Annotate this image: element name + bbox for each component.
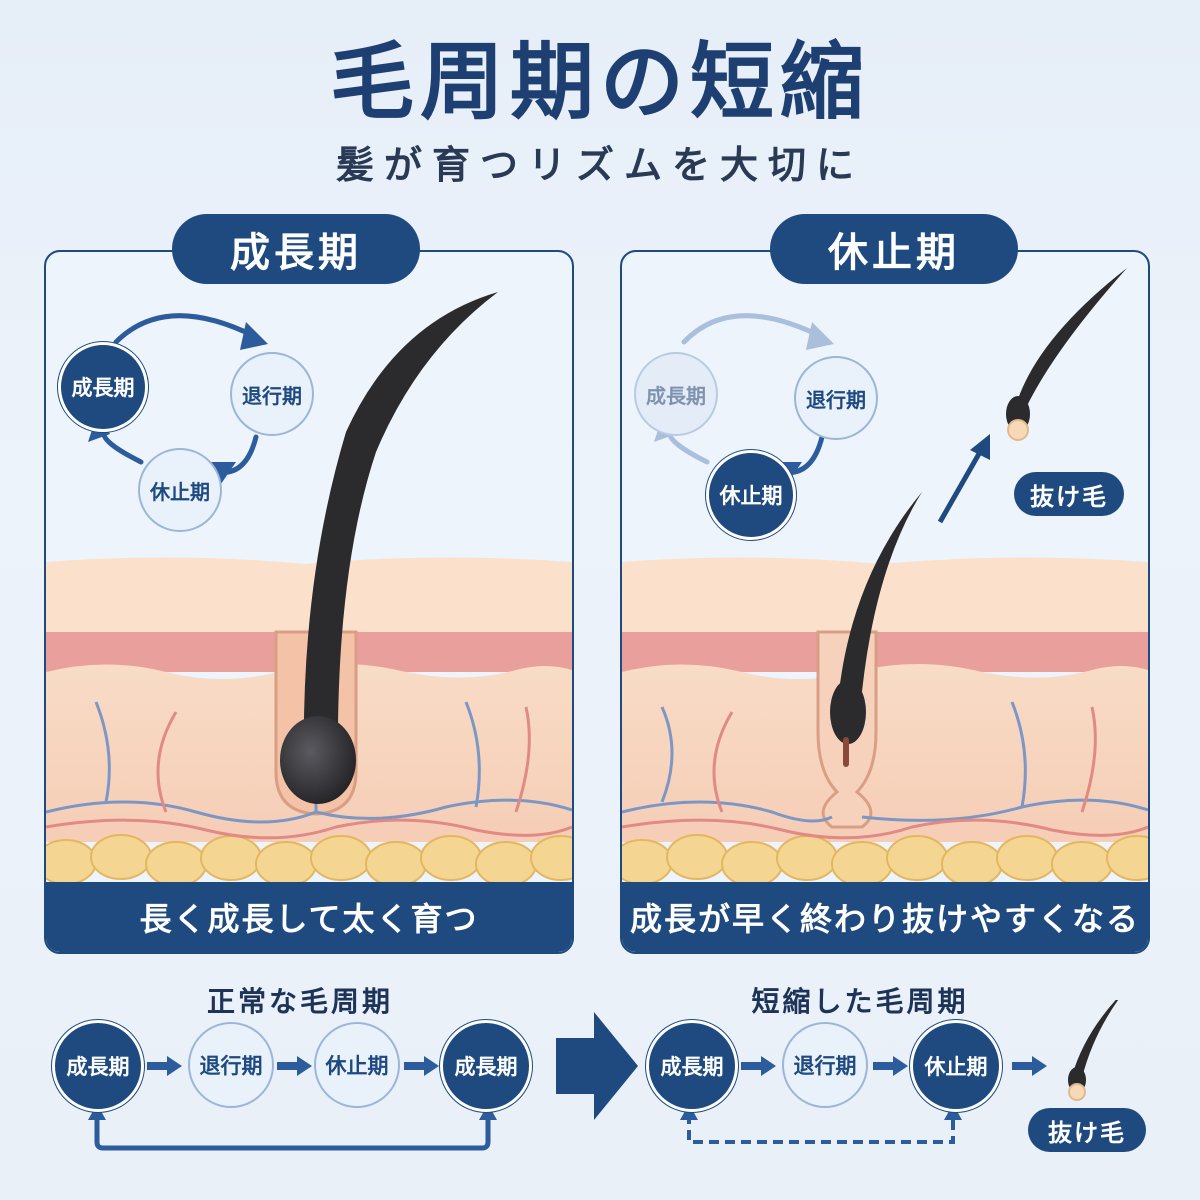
shortened-cycle-title: 短縮した毛周期	[751, 985, 969, 1018]
cycle-node-growth-faded: 成長期	[634, 352, 718, 436]
normal-step-rest: 休止期	[314, 1022, 400, 1108]
cycle-node-regression: 退行期	[230, 352, 314, 436]
rest-skin-illustration	[622, 268, 1148, 887]
normal-step-growth-again: 成長期	[440, 1020, 532, 1112]
short-step-rest: 休止期	[910, 1020, 1002, 1112]
rest-phase-panel: 成長期 退行期 休止期 抜け毛 成長が早く終わり抜けやすくなる	[620, 250, 1150, 954]
flow-arrows	[88, 1000, 1119, 1151]
growth-phase-panel: 成長期 退行期 休止期 長く成長して太く育つ	[44, 250, 574, 954]
cycle-node-growth: 成長期	[58, 342, 148, 432]
subtitle: 髪が育つリズムを大切に	[335, 142, 864, 187]
cycle-node-regression: 退行期	[794, 356, 878, 440]
normal-step-growth: 成長期	[52, 1020, 144, 1112]
growth-caption: 長く成長して太く育つ	[46, 882, 572, 952]
rest-phase-badge: 休止期	[770, 214, 1018, 284]
growth-phase-badge: 成長期	[172, 214, 420, 284]
main-title: 毛周期の短縮	[329, 32, 870, 131]
growth-skin-illustration	[46, 292, 572, 887]
short-flow-shed-label: 抜け毛	[1028, 1108, 1146, 1152]
normal-step-regression: 退行期	[188, 1022, 274, 1108]
rest-caption: 成長が早く終わり抜けやすくなる	[622, 882, 1148, 952]
short-step-regression: 退行期	[782, 1022, 868, 1108]
cycle-node-rest-active: 休止期	[706, 450, 796, 540]
shed-hair-label: 抜け毛	[1014, 472, 1124, 516]
short-step-growth: 成長期	[646, 1020, 738, 1112]
normal-cycle-title: 正常な毛周期	[206, 985, 393, 1018]
cycle-node-rest: 休止期	[138, 448, 222, 532]
